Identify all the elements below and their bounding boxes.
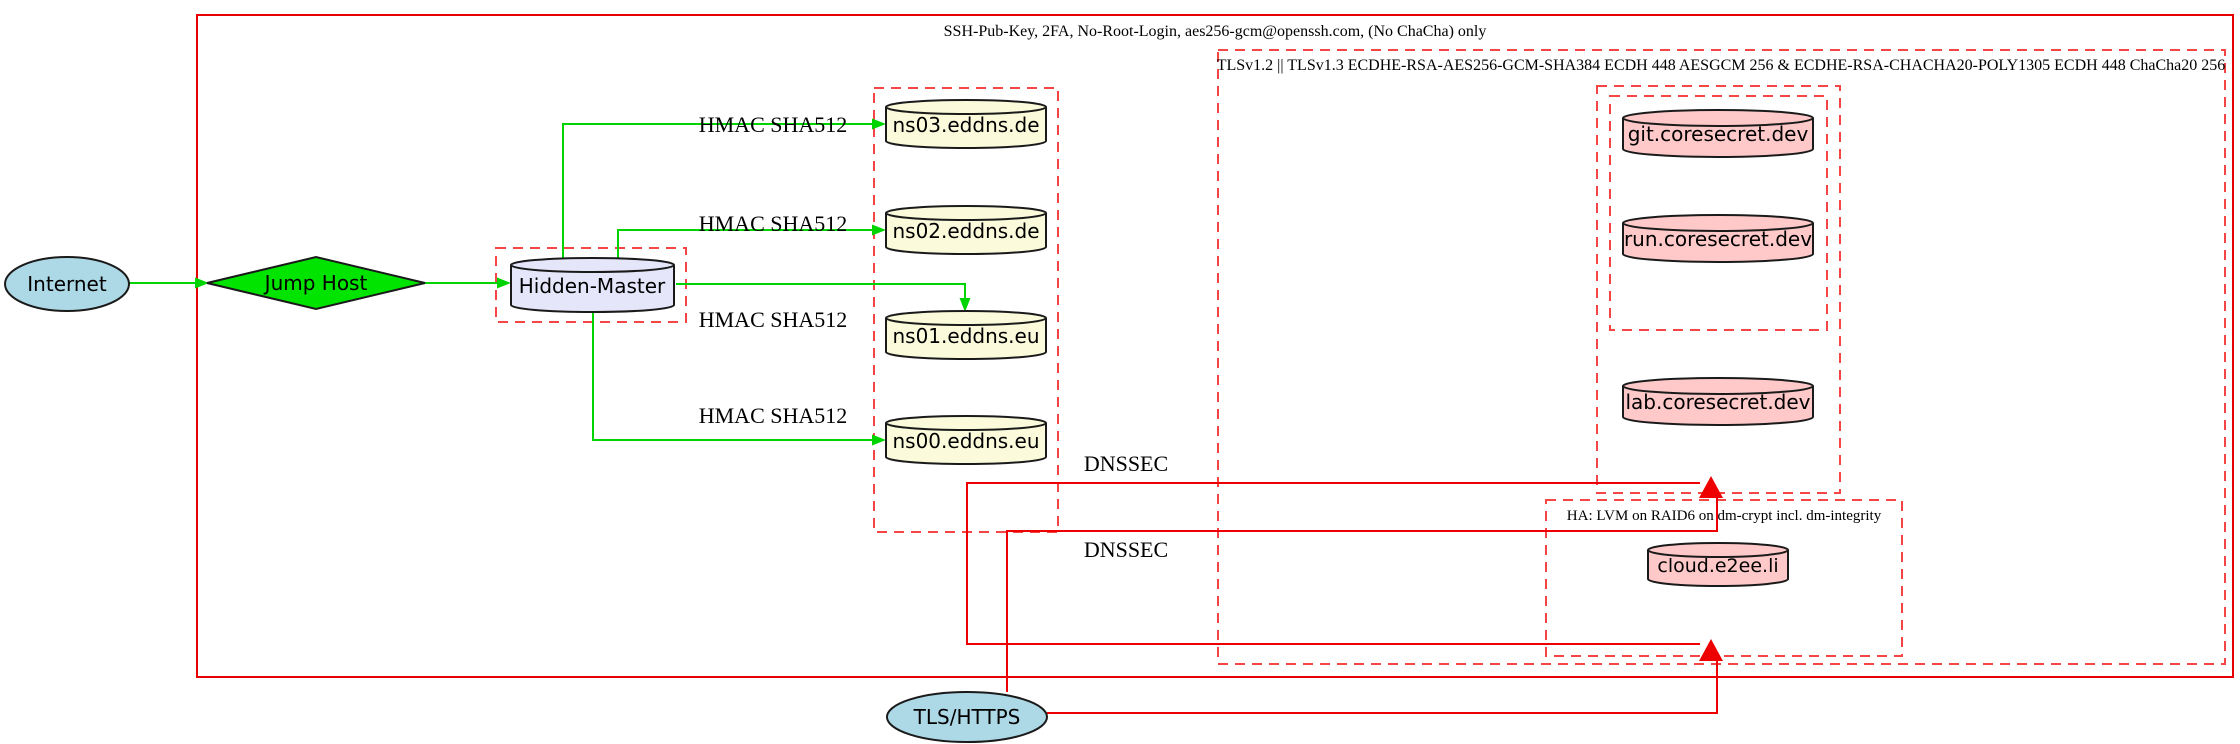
ns00-cylinder-top <box>885 415 1047 431</box>
arrowhead-into-ns00 <box>872 434 886 446</box>
node-ns02: ns02.eddns.de <box>885 205 1047 255</box>
cluster-ssh-label: SSH-Pub-Key, 2FA, No-Root-Login, aes256-… <box>944 23 1487 40</box>
lab-cylinder-top <box>1622 377 1814 395</box>
node-ns02-label: ns02.eddns.de <box>892 219 1039 243</box>
edge-hiddenmaster-ns03 <box>562 123 872 259</box>
cluster-ha-label: HA: LVM on RAID6 on dm-crypt incl. dm-in… <box>1567 508 1882 524</box>
node-lab-label: lab.coresecret.dev <box>1625 390 1810 414</box>
arrowhead-into-hiddenmaster <box>497 277 511 289</box>
cluster-tls-label: TLSv1.2 || TLSv1.3 ECDHE-RSA-AES256-GCM-… <box>1217 57 2226 74</box>
arrowhead-into-ns03 <box>872 118 886 130</box>
tls-https-ellipse <box>886 691 1048 743</box>
node-cloud-label: cloud.e2ee.li <box>1657 555 1778 577</box>
edge-label-hmac-ns00: HMAC SHA512 <box>699 403 848 428</box>
node-ns03: ns03.eddns.de <box>885 99 1047 149</box>
edge-tlshttps-ha <box>1047 660 1718 714</box>
git-cylinder-top <box>1622 109 1814 127</box>
hidden-master-cylinder-top <box>510 257 675 273</box>
node-lab: lab.coresecret.dev <box>1622 377 1814 426</box>
edge-label-dnssec-1: DNSSEC <box>1084 451 1168 476</box>
hidden-master-cylinder <box>510 265 675 313</box>
cluster-tls-box <box>1217 49 2226 665</box>
edge-hiddenmaster-ns01 <box>676 283 966 298</box>
edge-dnssec-lines <box>966 482 1700 645</box>
cluster-coresecret-inner-box <box>1609 95 1828 331</box>
node-run-label: run.coresecret.dev <box>1624 227 1812 251</box>
ns03-cylinder <box>885 107 1047 149</box>
arrowhead-into-jumphost <box>195 277 209 289</box>
edge-label-hmac-ns02: HMAC SHA512 <box>699 211 848 236</box>
edge-hiddenmaster-ns00 <box>592 312 872 441</box>
node-git: git.coresecret.dev <box>1622 109 1814 158</box>
cloud-cylinder <box>1647 550 1789 587</box>
edge-tlshttps-coresecret <box>1006 498 1718 692</box>
node-hidden-master: Hidden-Master <box>510 257 675 313</box>
node-jump-host-label: Jump Host <box>263 271 368 295</box>
node-tls-https: TLS/HTTPS <box>886 691 1048 743</box>
git-cylinder <box>1622 118 1814 158</box>
arrowhead-into-ha <box>1699 639 1723 661</box>
node-internet-label: Internet <box>27 272 107 296</box>
internet-ellipse <box>4 256 130 312</box>
edge-hiddenmaster-ns02 <box>617 229 872 259</box>
node-hidden-master-label: Hidden-Master <box>519 274 666 298</box>
ns02-cylinder <box>885 213 1047 255</box>
node-git-label: git.coresecret.dev <box>1628 122 1809 146</box>
node-ns00-label: ns00.eddns.eu <box>892 429 1039 453</box>
node-internet: Internet <box>4 256 130 312</box>
node-tls-https-label: TLS/HTTPS <box>913 705 1021 729</box>
ns01-cylinder <box>885 318 1047 360</box>
node-ns00: ns00.eddns.eu <box>885 415 1047 465</box>
cluster-ssh-box <box>196 14 2234 678</box>
run-cylinder-top <box>1622 214 1814 232</box>
ns02-cylinder-top <box>885 205 1047 221</box>
edge-label-dnssec-2: DNSSEC <box>1084 537 1168 562</box>
run-cylinder <box>1622 223 1814 263</box>
node-ns03-label: ns03.eddns.de <box>892 113 1039 137</box>
arrowhead-into-ns02 <box>872 224 886 236</box>
node-jump-host: Jump Host <box>206 255 426 311</box>
edge-label-hmac-ns01: HMAC SHA512 <box>699 307 848 332</box>
node-ns01-label: ns01.eddns.eu <box>892 324 1039 348</box>
ns03-cylinder-top <box>885 99 1047 115</box>
node-run: run.coresecret.dev <box>1622 214 1814 263</box>
arrowhead-into-coresecret <box>1699 476 1723 498</box>
ns00-cylinder <box>885 423 1047 465</box>
arrowhead-into-ns01 <box>959 298 971 312</box>
lab-cylinder <box>1622 386 1814 426</box>
jump-host-diamond <box>206 255 426 311</box>
cloud-cylinder-top <box>1647 542 1789 558</box>
ns01-cylinder-top <box>885 310 1047 326</box>
node-cloud: cloud.e2ee.li <box>1647 542 1789 587</box>
edge-label-hmac-ns03: HMAC SHA512 <box>699 112 848 137</box>
node-ns01: ns01.eddns.eu <box>885 310 1047 360</box>
cluster-ha-box <box>1545 499 1903 657</box>
